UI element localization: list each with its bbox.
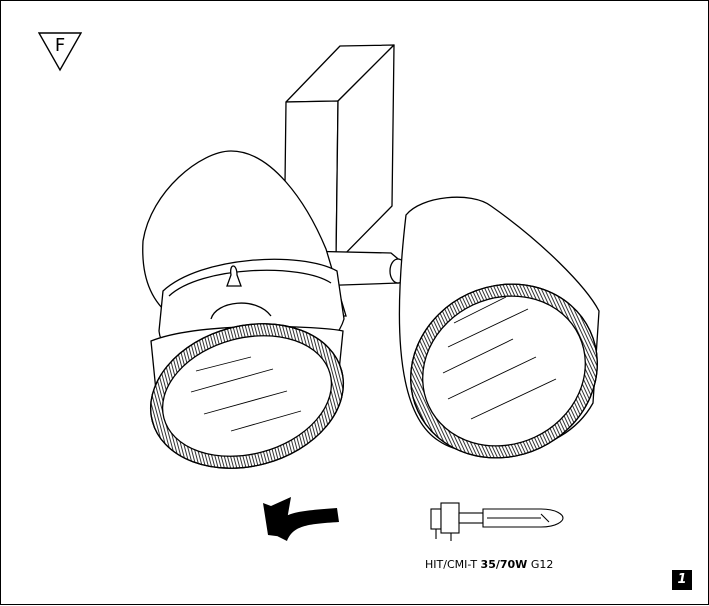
rotate-arrow-icon (263, 497, 339, 541)
f-triangle-icon: F (37, 32, 83, 72)
lamp-base-text: G12 (527, 558, 554, 571)
lamp-type-text: HIT/CMI-T (425, 558, 481, 571)
lamp-wattage-text: 35/70W (480, 558, 528, 571)
figure-number-badge: 1 (672, 570, 692, 590)
f-mark-letter: F (54, 35, 66, 56)
right-spotlight (398, 196, 600, 459)
left-spotlight (142, 150, 347, 469)
lamp-bulb-icon (430, 502, 564, 541)
lamp-spec-caption: HIT/CMI-T 35/70W G12 (425, 558, 553, 571)
